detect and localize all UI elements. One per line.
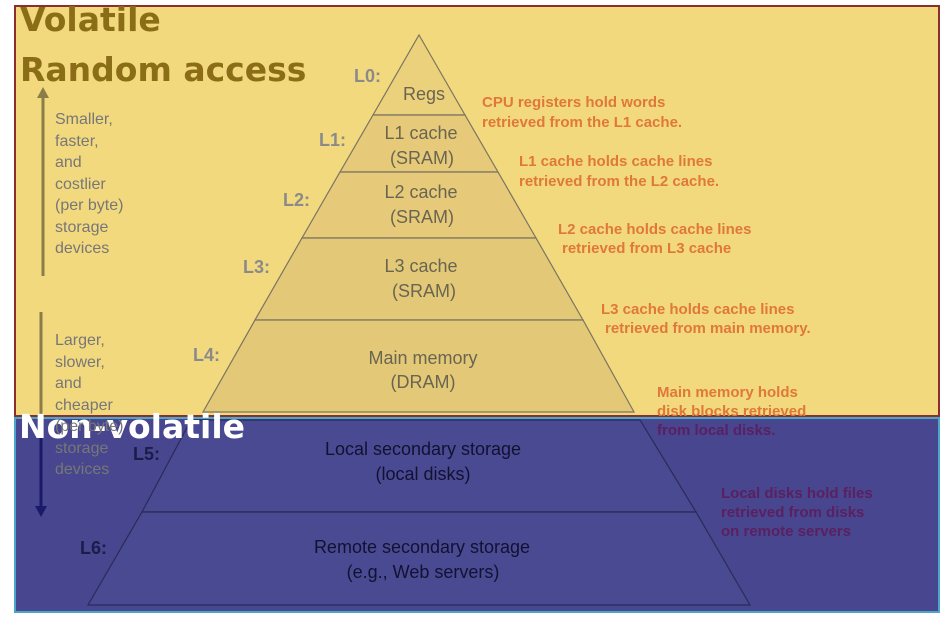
tier-l1-line2: (SRAM)	[390, 148, 454, 168]
note-l2-line2: retrieved from L3 cache	[562, 240, 731, 257]
note-l3-line2: retrieved from main memory.	[605, 320, 811, 337]
side-label-top: Smaller, faster, and costlier (per byte)…	[55, 111, 124, 257]
level-label-l4: L4:	[193, 345, 220, 365]
tier-l6	[86, 511, 752, 606]
volatile-title-line1: Volatile	[20, 0, 161, 39]
level-label-l2: L2:	[283, 190, 310, 210]
tier-l3-line1: L3 cache	[384, 256, 457, 276]
note-l2-line1: L2 cache holds cache lines	[558, 221, 751, 238]
tier-l3	[253, 237, 585, 321]
tier-l4	[201, 319, 636, 413]
note-l4-line3: from local disks.	[657, 422, 775, 439]
note-l4-line2: disk blocks retrieved	[657, 403, 806, 420]
tier-l5-line2: (local disks)	[375, 464, 470, 484]
level-label-l6: L6:	[80, 538, 107, 558]
tier-l2-line1: L2 cache	[384, 182, 457, 202]
down-arrow-icon	[35, 312, 47, 517]
level-label-l0: L0:	[354, 66, 381, 86]
tier-l2-line2: (SRAM)	[390, 207, 454, 227]
note-l0-line2: retrieved from the L1 cache.	[482, 114, 682, 131]
tier-l0-line1: Regs	[403, 84, 445, 104]
note-l4-line1: Main memory holds	[657, 384, 798, 401]
level-label-l1: L1:	[319, 130, 346, 150]
level-label-l5: L5:	[133, 444, 160, 464]
tier-l6-line2: (e.g., Web servers)	[347, 562, 500, 582]
note-l6-line2: retrieved from disks	[721, 504, 864, 521]
tier-l3-line2: (SRAM)	[392, 281, 456, 301]
note-l0-line1: CPU registers hold words	[482, 94, 665, 111]
volatile-title-line2: Random access	[20, 50, 307, 89]
note-l1-line1: L1 cache holds cache lines	[519, 153, 712, 170]
note-l1-line2: retrieved from the L2 cache.	[519, 173, 719, 190]
tier-l4-line2: (DRAM)	[391, 372, 456, 392]
nonvolatile-title: Non-volatile	[19, 407, 246, 446]
side-label-bottom: Larger, slower, and cheaper (per byte) s…	[55, 332, 124, 478]
level-label-l3: L3:	[243, 257, 270, 277]
tier-l6-line1: Remote secondary storage	[314, 537, 530, 557]
note-l6-line1: Local disks hold files	[721, 485, 873, 502]
up-arrow-icon	[37, 87, 49, 276]
note-l3-line1: L3 cache holds cache lines	[601, 301, 794, 318]
tier-l4-line1: Main memory	[368, 348, 477, 368]
tier-l5-line1: Local secondary storage	[325, 439, 521, 459]
note-l6-line3: on remote servers	[721, 523, 851, 540]
tier-l1-line1: L1 cache	[384, 123, 457, 143]
